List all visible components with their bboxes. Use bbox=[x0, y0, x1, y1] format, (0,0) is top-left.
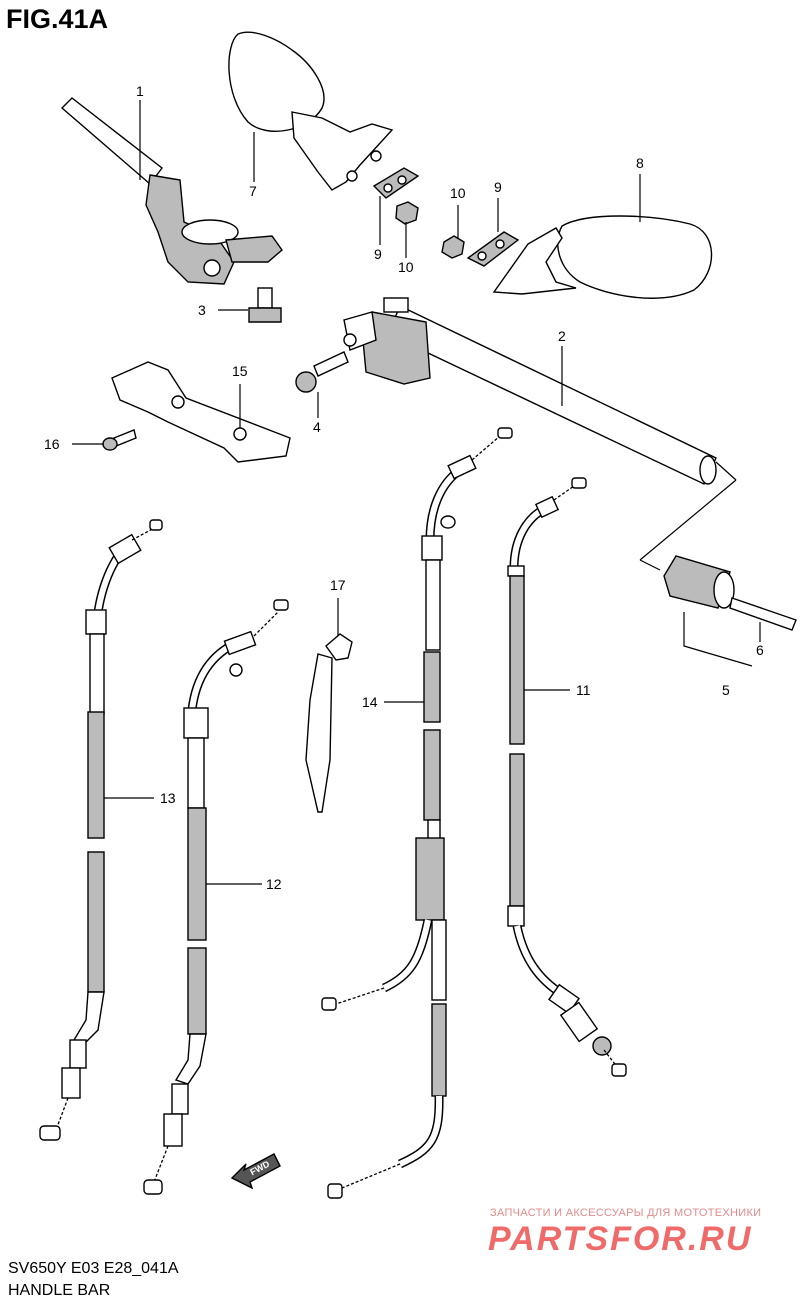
callout-13: 13 bbox=[160, 790, 176, 806]
callout-12: 12 bbox=[266, 876, 282, 892]
callout-4: 4 bbox=[313, 419, 321, 435]
callout-6: 6 bbox=[756, 642, 764, 658]
cable-part-11 bbox=[507, 477, 627, 1077]
model-code: SV650Y E03 E28_041A bbox=[8, 1260, 179, 1277]
forward-direction-marker: FWD bbox=[230, 1153, 281, 1190]
callout-2: 2 bbox=[558, 328, 566, 344]
mirror-bracket-right bbox=[466, 231, 520, 267]
callout-5: 5 bbox=[722, 682, 730, 698]
leader-lines bbox=[72, 100, 761, 885]
cable-tie-part bbox=[305, 633, 353, 813]
mirror-nut-left bbox=[395, 201, 419, 225]
screw-part-16 bbox=[102, 429, 137, 451]
cable-part-14 bbox=[321, 427, 513, 1199]
left-handlebar-part bbox=[60, 97, 283, 285]
callout-15: 15 bbox=[232, 363, 248, 379]
callout-8: 8 bbox=[636, 155, 644, 171]
right-handlebar-part bbox=[343, 297, 717, 485]
cable-part-12 bbox=[143, 599, 289, 1195]
mirror-bracket-left bbox=[372, 167, 420, 199]
callout-1: 1 bbox=[136, 83, 144, 99]
callout-10-left: 10 bbox=[398, 259, 414, 275]
mirror-nut-right bbox=[441, 235, 465, 259]
bar-end-weight-part bbox=[639, 461, 797, 667]
watermark-tagline: ЗАПЧАСТИ И АКСЕССУАРЫ ДЛЯ МОТОТЕХНИКИ bbox=[490, 1207, 762, 1219]
callout-10-right: 10 bbox=[450, 185, 466, 201]
cable-part-13 bbox=[39, 519, 163, 1141]
callout-11: 11 bbox=[576, 682, 591, 698]
callout-17: 17 bbox=[330, 577, 346, 593]
callout-14: 14 bbox=[362, 694, 378, 710]
watermark-logo: PARTSFOR.RU bbox=[488, 1220, 753, 1258]
holder-part bbox=[111, 361, 291, 463]
callout-3: 3 bbox=[198, 302, 206, 318]
callout-9-left: 9 bbox=[374, 246, 382, 262]
section-name: HANDLE BAR bbox=[8, 1282, 111, 1299]
bolt-part-4 bbox=[295, 351, 349, 393]
left-mirror-part bbox=[228, 31, 394, 191]
bolt-part bbox=[248, 287, 282, 323]
right-mirror-part bbox=[492, 215, 713, 299]
figure-title: FIG.41A bbox=[6, 4, 109, 34]
callout-7: 7 bbox=[249, 183, 257, 199]
callout-16: 16 bbox=[44, 436, 60, 452]
callout-labels: 1 2 3 4 5 6 7 8 9 9 10 10 11 12 13 14 15… bbox=[44, 83, 764, 892]
callout-9-right: 9 bbox=[494, 179, 502, 195]
